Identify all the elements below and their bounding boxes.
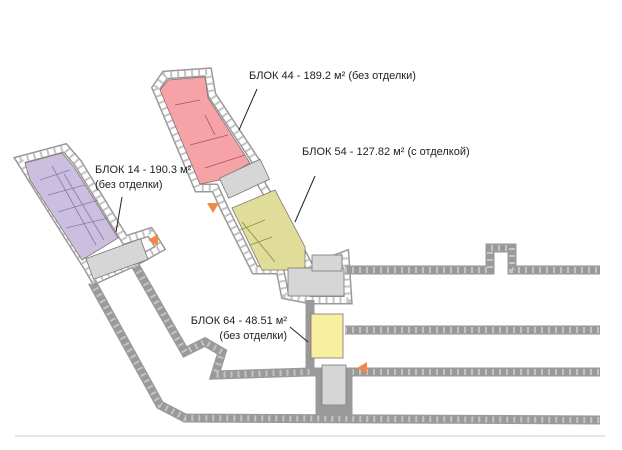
stair-core-44 bbox=[218, 158, 271, 199]
block-44-partitions bbox=[174, 99, 246, 169]
block-14-area-text: БЛОК 14 - 190.3 м² bbox=[95, 164, 192, 176]
block-54-label: БЛОК 54 - 127.82 м² (с отделкой) bbox=[302, 146, 470, 158]
block-54-partitions bbox=[239, 219, 276, 263]
entrance-arrow-icon bbox=[207, 203, 219, 213]
leader-line-14 bbox=[115, 196, 123, 233]
block-64-area[interactable] bbox=[310, 313, 344, 359]
leader-line-44 bbox=[238, 88, 258, 131]
entrance-arrow-icon bbox=[148, 234, 158, 246]
stair-core-64 bbox=[321, 364, 347, 406]
stair-core-14 bbox=[85, 238, 149, 280]
service-room bbox=[311, 254, 343, 272]
block-14-area[interactable] bbox=[24, 152, 119, 261]
stair-core-center bbox=[287, 267, 345, 297]
block-64-area-text: БЛОК 64 - 48.51 м² bbox=[190, 315, 287, 327]
leader-line-64 bbox=[289, 326, 309, 343]
block-14-partitions bbox=[39, 165, 109, 246]
block-44-label: БЛОК 44 - 189.2 м² (без отделки) bbox=[249, 70, 416, 82]
block-14-label: БЛОК 14 - 190.3 м² (без отделки) bbox=[95, 163, 191, 193]
block-64-finish-text: (без отделки) bbox=[219, 330, 287, 342]
building-walls bbox=[12, 67, 601, 425]
block-64-label: БЛОК 64 - 48.51 м² (без отделки) bbox=[183, 314, 287, 344]
leader-line-54 bbox=[294, 175, 316, 223]
block-54-area[interactable] bbox=[231, 189, 306, 271]
entrance-arrow-icon bbox=[357, 362, 367, 374]
block-14-finish-text: (без отделки) bbox=[95, 179, 163, 191]
